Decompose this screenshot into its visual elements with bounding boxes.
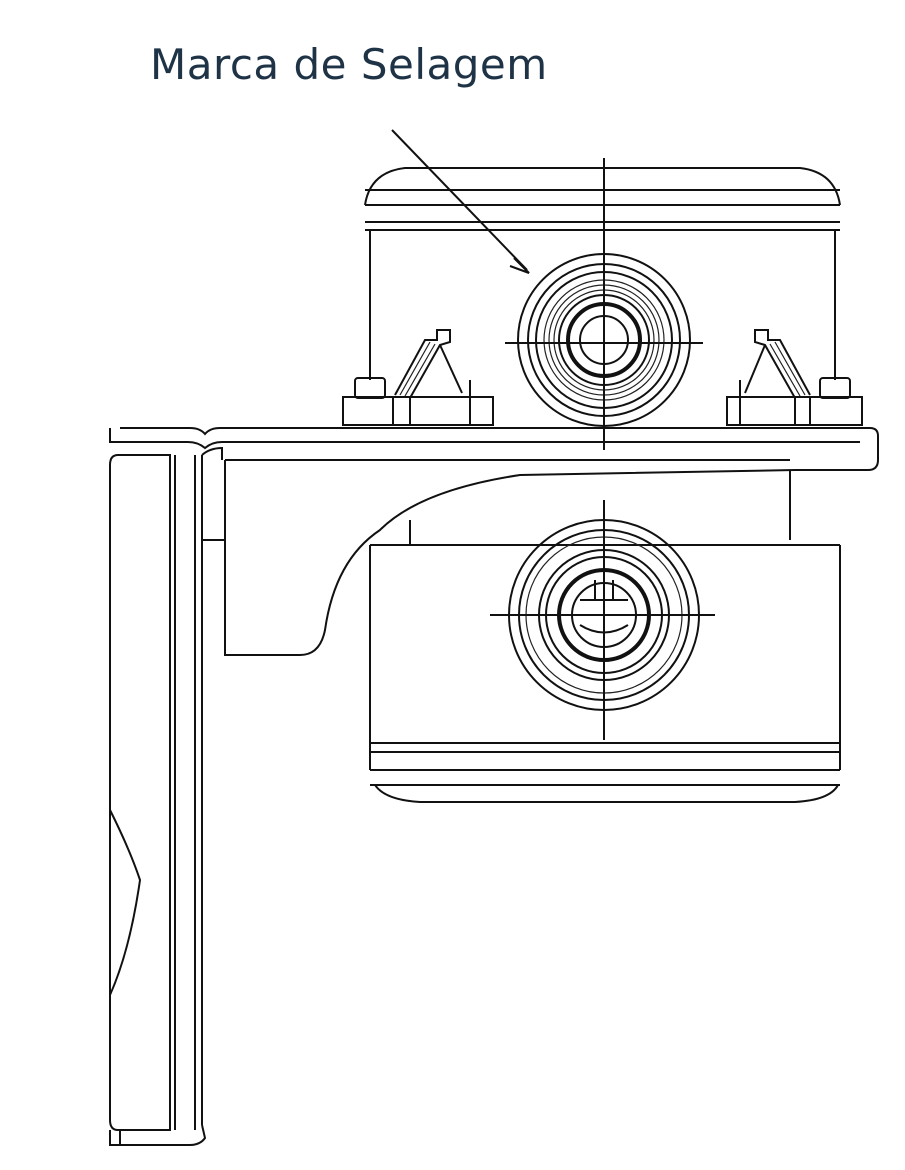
right-latch <box>726 329 863 426</box>
seal-mark-label: Marca de Selagem <box>150 40 548 89</box>
callout-arrow <box>391 129 530 274</box>
upper-housing <box>364 167 841 380</box>
lower-screw <box>490 500 715 740</box>
upper-seal-mark <box>505 158 703 450</box>
vertical-bracket <box>109 446 223 1146</box>
left-latch <box>342 329 494 426</box>
mounting-plate <box>109 427 879 656</box>
